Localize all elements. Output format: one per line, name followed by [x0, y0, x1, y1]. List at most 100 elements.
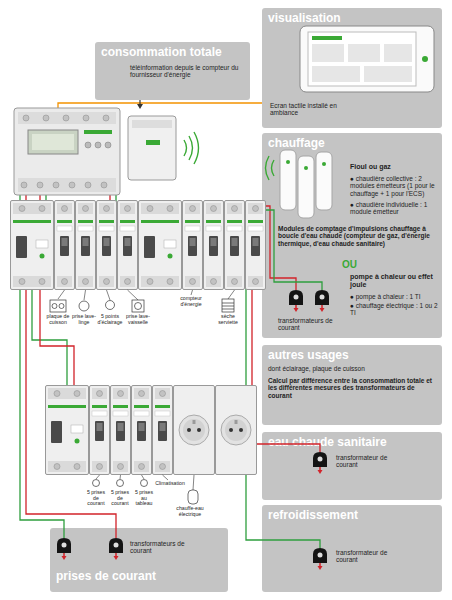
bulb-icon [106, 301, 115, 310]
box-text: Modules de comptage d'impulsions chauffa… [278, 225, 436, 247]
screen-tile [312, 66, 360, 82]
circuit-breaker [225, 201, 245, 290]
terminal-screw [21, 182, 27, 188]
device-label: chauffe-eau électrique [170, 506, 210, 517]
transmitter-body [128, 116, 176, 180]
group-box: visualisationEcran tactile installé en a… [262, 8, 442, 128]
box-title: autres usages [268, 349, 349, 363]
red-wire [110, 195, 320, 452]
breaker-row [46, 386, 257, 475]
box-title: visualisation [268, 12, 341, 26]
circuit-breaker [246, 201, 266, 290]
group-box: eau chaude sanitaire transformateur de co… [262, 432, 442, 500]
module-led [286, 160, 290, 164]
screen-tile [312, 44, 344, 62]
box-title: eau chaude sanitaire [268, 436, 387, 450]
cooktop-icon [50, 300, 66, 312]
wires [20, 103, 322, 548]
breaker-row [11, 201, 266, 290]
device-label: Climatisation [150, 481, 190, 487]
box-title: chauffage [268, 137, 325, 151]
terminal-strip [18, 112, 116, 124]
device-label: compteur d'énergie [174, 296, 208, 307]
pulse-module [280, 150, 296, 210]
panel-socket [174, 386, 215, 475]
meter-button [105, 142, 111, 148]
terminal-screw [83, 115, 89, 121]
current-transformer [109, 538, 123, 560]
group-box: autres usagesdont éclairage, plaque de c… [262, 345, 442, 425]
socket-icon [135, 303, 142, 310]
current-transformer [315, 290, 329, 312]
appliance-icons [50, 299, 234, 504]
cooktop-icon [52, 304, 57, 309]
terminal-screw [85, 182, 91, 188]
current-transformer [289, 290, 303, 312]
box-text: Ecran tactile installé en ambiance [270, 102, 350, 117]
meter-body [14, 108, 120, 195]
current-transformer [313, 452, 327, 474]
device-label: prise lave-linge [72, 314, 96, 325]
green-wire [46, 195, 322, 290]
differential-switch [46, 386, 89, 475]
terminal-screw [37, 182, 43, 188]
current-transformer [57, 538, 71, 560]
leader-line [96, 475, 100, 479]
terminal-screw [53, 182, 59, 188]
leader-lines [58, 290, 235, 490]
module-led [322, 162, 326, 166]
circuit-breaker [55, 201, 75, 290]
box-text: transformateurs de courant [278, 317, 338, 332]
box-text: Calcul par différence entre la consommat… [268, 377, 436, 399]
box-text: ● chauffage électrique : 1 ou 2 TI [350, 302, 440, 317]
leader-line [193, 475, 194, 490]
socket-icon [141, 480, 148, 487]
towel-rail-icon [222, 303, 234, 309]
leader-line [228, 290, 235, 299]
meter-button [85, 142, 91, 148]
current-transformers [57, 290, 329, 570]
water-heater-icon [188, 490, 198, 504]
box-title: consommation totale [101, 46, 222, 60]
circuit-breaker [132, 386, 152, 475]
circuit-breaker [97, 201, 117, 290]
box-title: prises de courant [56, 570, 156, 584]
screen-tile [348, 44, 380, 62]
circuit-breaker [118, 201, 138, 290]
screen-tile [384, 44, 412, 62]
device-label: sèche serviette [214, 314, 242, 325]
device-label: prise lave-vaisselle [125, 314, 151, 325]
differential-switch [11, 201, 54, 290]
screen-bar [312, 36, 342, 40]
circuit-breaker [76, 201, 96, 290]
red-wire [26, 195, 116, 538]
terminal-screw [23, 115, 29, 121]
leader-line [128, 290, 139, 300]
energy-meter [14, 108, 120, 195]
meter-button [95, 142, 101, 148]
leader-line [163, 475, 169, 480]
green-wire [20, 195, 64, 538]
cooktop-icon [59, 304, 64, 309]
box-text: ● chaudière collective : 2 modules émett… [350, 175, 438, 197]
box-text: ● pompe à chaleur : 1 TI [350, 293, 440, 300]
leader-line [191, 290, 193, 295]
radio-transmitter [128, 116, 199, 180]
red-wire [40, 290, 74, 385]
box-text: transformateur de courant [336, 549, 398, 564]
touch-screen [300, 26, 434, 92]
box-text: transformateur de courant [336, 454, 398, 469]
pulse-modules [266, 150, 333, 218]
terminal-strip [18, 178, 116, 192]
box-text: OU [342, 259, 382, 271]
socket-icon [79, 301, 89, 311]
screen-button [422, 56, 428, 62]
transmitter-led [146, 140, 160, 145]
lcd-display [32, 134, 74, 150]
box-text: pompe à chaleur ou effet joule [350, 273, 438, 289]
group-box: refroidissementtransformateur de courant [262, 505, 442, 592]
leader-line [84, 290, 86, 300]
red-wire [40, 195, 296, 290]
